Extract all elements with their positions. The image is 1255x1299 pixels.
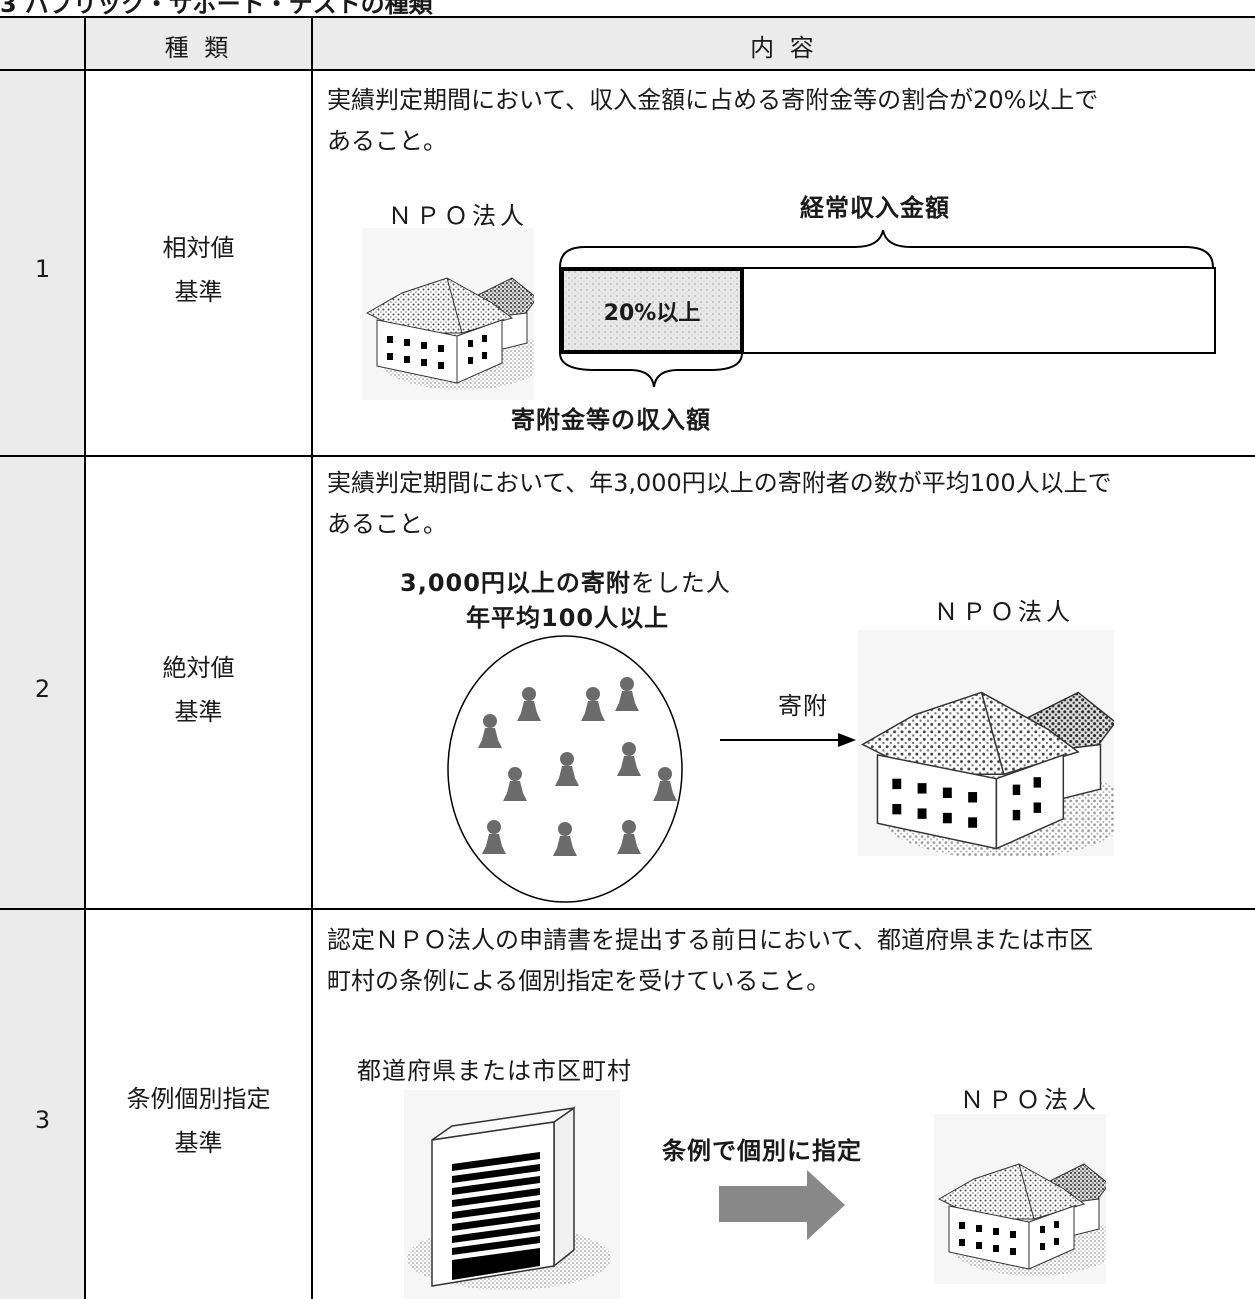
row3-arrow-label: 条例で個別に指定: [662, 1137, 862, 1165]
row-divider-1: [0, 455, 1255, 457]
header-type: 種 類: [164, 34, 233, 62]
header-divider: [0, 69, 1255, 71]
row3-gov-label: 都道府県または市区町村: [357, 1057, 632, 1085]
row3-desc-line2: 町村の条例による個別指定を受けていること。: [327, 967, 831, 995]
row2-arrow-label: 寄附: [778, 692, 828, 720]
row2-donor-circle: [447, 635, 683, 903]
row2-npo-house-image: [858, 630, 1114, 856]
row3-number: 3: [34, 1106, 51, 1134]
row1-number: 1: [34, 255, 51, 283]
row3-type-line1: 条例個別指定: [126, 1085, 271, 1113]
row2-donor-bold: 3,000円以上の寄附: [400, 569, 631, 597]
header-content: 内 容: [750, 34, 818, 62]
row2-npo-label: ＮＰＯ法人: [934, 598, 1074, 626]
row3-type-line2: 基準: [174, 1129, 223, 1157]
row1-npo-label: ＮＰＯ法人: [388, 202, 528, 230]
row2-desc-line2: あること。: [327, 510, 447, 538]
num-col-bg-2: [0, 456, 85, 909]
row2-number: 2: [34, 675, 51, 703]
col-divider-2: [311, 16, 313, 1299]
row1-npo-house-image: [362, 228, 534, 400]
row3-designation-arrow: [719, 1170, 845, 1240]
row2-donor-rest: をした人: [630, 569, 731, 597]
row-divider-2: [0, 908, 1255, 910]
row3-npo-house-image: [934, 1114, 1106, 1284]
row3-npo-label: ＮＰＯ法人: [960, 1086, 1100, 1114]
row3-desc-line1: 認定ＮＰＯ法人の申請書を提出する前日において、都道府県または市区: [327, 926, 1094, 954]
table-border-top: [0, 16, 1255, 18]
row3-government-building-image: [404, 1090, 620, 1299]
row1-desc-line2: あること。: [327, 127, 447, 155]
donation-portion-bar: [560, 267, 744, 354]
num-col-bg-3: [0, 909, 85, 1299]
row2-desc-line1: 実績判定期間において、年3,000円以上の寄附者の数が平均100人以上で: [327, 469, 1112, 497]
row1-total-label: 経常収入金額: [800, 194, 950, 222]
row2-donation-arrow: [720, 733, 856, 747]
row2-type-line2: 基準: [174, 698, 223, 726]
row1-ratio-label: 20%以上: [603, 301, 701, 326]
row2-donor-caption: 3,000円以上の寄附をした人: [400, 563, 731, 598]
row1-type-line2: 基準: [174, 278, 223, 306]
row2-donor-avg: 年平均100人以上: [466, 604, 670, 632]
row1-income-bar-diagram: [559, 229, 1216, 388]
num-col-bg-1: [0, 70, 85, 456]
row2-type-line1: 絶対値: [162, 654, 235, 682]
row1-desc-line1: 実績判定期間において、収入金額に占める寄附金等の割合が20%以上で: [327, 86, 1099, 114]
row1-donation-label: 寄附金等の収入額: [511, 406, 711, 434]
col-divider-1: [84, 16, 86, 1299]
header-row-bg: [0, 17, 1255, 70]
page-heading: 3 パブリック・サポート・テストの種類: [0, 0, 433, 18]
row1-type-line1: 相対値: [162, 234, 235, 262]
total-brace: [559, 229, 1214, 268]
donation-brace: [559, 352, 743, 388]
